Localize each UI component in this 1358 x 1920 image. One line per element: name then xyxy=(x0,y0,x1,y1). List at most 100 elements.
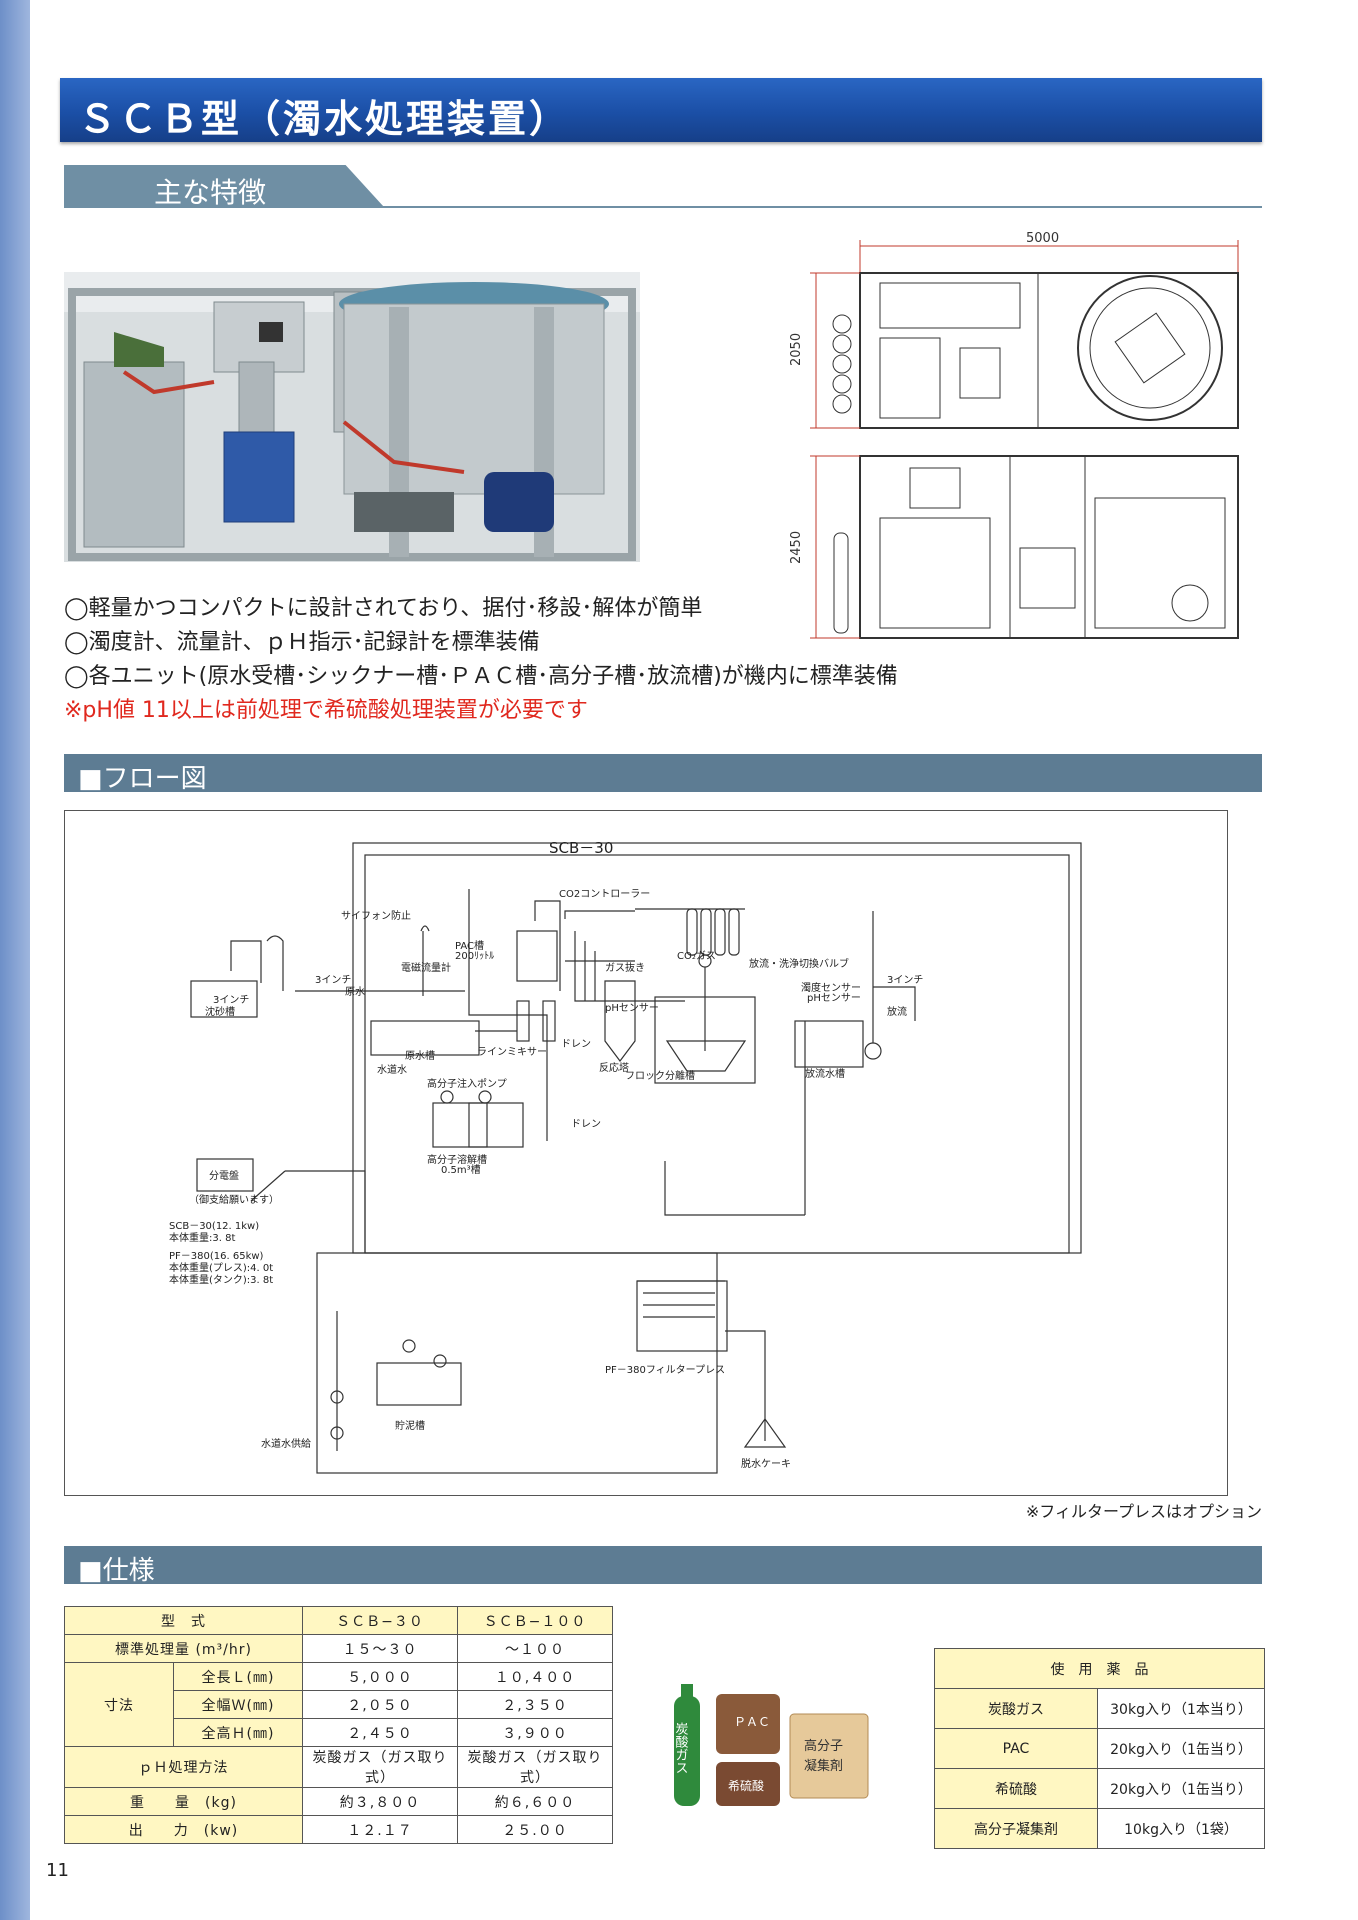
flow-label-cake: 脱水ケーキ xyxy=(741,1457,791,1470)
flow-label-ph-sensor: pHセンサー xyxy=(605,1002,659,1014)
chem-img-sulfuric: 希硫酸 xyxy=(728,1778,764,1793)
chemical-amount: 20kg入り（1缶当り） xyxy=(1097,1728,1265,1769)
machine-photo xyxy=(64,272,640,562)
flow-label-spec-3: PF－380(16. 65kw) xyxy=(169,1251,264,1262)
chemicals-header: 使 用 薬 品 xyxy=(934,1648,1265,1689)
flow-label-polymer-tank: 高分子溶解槽 xyxy=(427,1153,487,1166)
spec-value: ２５.００ xyxy=(457,1815,613,1844)
feature-item: ◯各ユニット(原水受槽･シックナー槽･ＰＡＣ槽･高分子槽･放流槽)が機内に標準装… xyxy=(64,664,898,689)
flow-label-floc-tank: フロック分離槽 xyxy=(625,1069,695,1082)
spec-value: 炭酸ガス（ガス取り式） xyxy=(457,1746,613,1788)
table-row: 高分子凝集剤 10kg入り（1袋） xyxy=(934,1808,1265,1849)
flow-label-reaction-tower: 反応塔 xyxy=(599,1061,629,1074)
page-number: 11 xyxy=(46,1860,69,1881)
spec-header-model: 型 式 xyxy=(64,1606,303,1635)
flow-label-sludge-tank: 貯泥槽 xyxy=(395,1419,425,1432)
table-row: 寸法 全長Ｌ(㎜) ５,０００ １０,４００ xyxy=(64,1662,613,1747)
dim-length-label: 5000 xyxy=(1026,231,1059,246)
spec-group-label: 寸法 xyxy=(64,1662,174,1747)
co2-cylinder-icon xyxy=(674,1696,700,1806)
table-row: 重 量 (kg) 約３,８００ 約６,６００ xyxy=(64,1787,613,1816)
flow-label-drain-1: ドレン xyxy=(561,1039,591,1050)
flow-label-sand-tank: 沈砂槽 xyxy=(205,1005,235,1018)
flow-label-polymer-pump: 高分子注入ポンプ xyxy=(427,1077,507,1090)
table-row: 使 用 薬 品 xyxy=(934,1648,1265,1689)
pac-can-icon xyxy=(716,1694,780,1754)
table-row: 型 式 ＳＣＢ−３０ ＳＣＢ−１００ xyxy=(64,1606,613,1635)
spec-header-scb100: ＳＣＢ−１００ xyxy=(457,1606,613,1635)
chemical-amount: 10kg入り（1袋） xyxy=(1097,1808,1265,1849)
flow-label-pac-tank: PAC槽 xyxy=(455,939,484,952)
spec-label: ｐＨ処理方法 xyxy=(64,1746,303,1788)
table-row: PAC 20kg入り（1缶当り） xyxy=(934,1728,1265,1769)
flow-note: ※フィルタープレスはオプション xyxy=(1025,1502,1262,1521)
table-row: 出 力 (kw) １２.１７ ２５.００ xyxy=(64,1815,613,1844)
spec-value: ２,０５０ xyxy=(302,1690,458,1719)
spec-value: １０,４００ xyxy=(457,1662,613,1691)
flow-label-co2-gas: CO₂ガス xyxy=(677,950,716,962)
dim-height-label: 2450 xyxy=(789,531,804,564)
sulfuric-can-icon xyxy=(716,1762,780,1806)
flow-label-discharge: 放流 xyxy=(887,1005,907,1018)
spec-value: 約６,６００ xyxy=(457,1787,613,1816)
chem-img-pac: ＰＡＣ xyxy=(734,1715,770,1729)
table-row: 標準処理量 (m³/hr) １５〜３０ 〜１００ xyxy=(64,1634,613,1663)
flow-label-discharge-tank: 放流水槽 xyxy=(805,1067,845,1080)
chem-img-polymer-2: 凝集剤 xyxy=(804,1758,843,1774)
chemical-name: 希硫酸 xyxy=(934,1768,1098,1809)
flow-label-spec-2: 本体重量:3. 8t xyxy=(169,1231,235,1244)
flow-label-polymer-volume: 0.5m³槽 xyxy=(441,1163,481,1176)
flow-title: SCB－30 xyxy=(549,839,613,857)
flow-label-filter-press: PF－380フィルタープレス xyxy=(605,1364,725,1376)
features-heading: 主な特徴 xyxy=(154,176,267,209)
spec-value: ５,０００ xyxy=(302,1662,458,1691)
flow-label-inch3-out: 3インチ xyxy=(887,974,923,986)
flow-label-turbidity-sensor: 濁度センサー xyxy=(801,981,861,994)
chem-img-polymer-1: 高分子 xyxy=(804,1738,843,1754)
spec-label: 全長Ｌ(㎜) xyxy=(173,1662,303,1691)
flow-label-inch3-in: 3インチ xyxy=(315,974,351,986)
spec-value: ２,４５０ xyxy=(302,1718,458,1747)
spec-table: 型 式 ＳＣＢ−３０ ＳＣＢ−１００ 標準処理量 (m³/hr) １５〜３０ 〜… xyxy=(64,1606,613,1844)
spec-header-scb30: ＳＣＢ−３０ xyxy=(302,1606,458,1635)
flow-label-co2-controller: CO2コントローラー xyxy=(559,888,650,900)
spec-heading: ■仕様 xyxy=(78,1556,155,1586)
features-list: ◯軽量かつコンパクトに設計されており、据付･移設･解体が簡単 ◯濁度計、流量計、… xyxy=(64,592,898,728)
left-margin-bar xyxy=(0,0,30,1920)
features-heading-tab: 主な特徴 xyxy=(64,165,384,207)
table-row: ｐＨ処理方法 炭酸ガス（ガス取り式） 炭酸ガス（ガス取り式） xyxy=(64,1746,613,1788)
flow-section-bar: ■フロー図 xyxy=(64,754,1262,794)
spec-value: １５〜３０ xyxy=(302,1634,458,1663)
flow-label-drain-2: ドレン xyxy=(571,1119,601,1130)
flow-label-pac-volume: 200ﾘｯﾄﾙ xyxy=(455,951,494,962)
chemical-amount: 30kg入り（1本当り） xyxy=(1097,1688,1265,1729)
table-row: 希硫酸 20kg入り（1缶当り） xyxy=(934,1768,1265,1809)
flow-label-em-flow: 電磁流量計 xyxy=(401,961,451,974)
spec-label: 標準処理量 (m³/hr) xyxy=(64,1634,303,1663)
feature-item: ◯軽量かつコンパクトに設計されており、据付･移設･解体が簡単 xyxy=(64,596,703,621)
flow-label-siphon: サイフォン防止 xyxy=(341,909,411,922)
spec-value: 約３,８００ xyxy=(302,1787,458,1816)
flow-label-ph-sensor-2: pHセンサー xyxy=(807,992,861,1004)
spec-value: 〜１００ xyxy=(457,1634,613,1663)
flow-label-spec-4: 本体重量(プレス):4. 0t xyxy=(169,1261,273,1274)
page-title: ＳＣＢ型（濁水処理装置） xyxy=(78,97,571,141)
flow-label-line-mixer: ラインミキサー xyxy=(477,1046,547,1058)
spec-value: ３,９００ xyxy=(457,1718,613,1747)
spec-label: 重 量 (kg) xyxy=(64,1787,303,1816)
chemical-name: PAC xyxy=(934,1728,1098,1769)
flow-label-raw-tank: 原水槽 xyxy=(405,1049,435,1062)
chemicals-table: 使 用 薬 品 炭酸ガス 30kg入り（1本当り） PAC 20kg入り（1缶当… xyxy=(934,1648,1265,1849)
flow-label-panel: 分電盤 xyxy=(209,1169,239,1182)
flow-label-tap-supply: 水道水供給 xyxy=(261,1437,311,1450)
flow-heading: ■フロー図 xyxy=(78,764,207,794)
feature-item: ◯濁度計、流量計、ｐＨ指示･記録計を標準装備 xyxy=(64,630,540,655)
flow-diagram-box: SCB－30 CO2コントローラー CO₂ガス サイフォン防止 PAC槽 200… xyxy=(64,810,1228,1496)
chemicals-illustration: 炭酸ガス ＰＡＣ 希硫酸 高分子 凝集剤 xyxy=(673,1684,869,1806)
dim-width-label: 2050 xyxy=(789,333,804,366)
table-row: 炭酸ガス 30kg入り（1本当り） xyxy=(934,1688,1265,1729)
page-title-bar: ＳＣＢ型（濁水処理装置） xyxy=(60,78,1262,142)
spec-label: 全高Ｈ(㎜) xyxy=(173,1718,303,1747)
flow-label-gas-vent: ガス抜き xyxy=(605,961,645,974)
chemical-amount: 20kg入り（1缶当り） xyxy=(1097,1768,1265,1809)
